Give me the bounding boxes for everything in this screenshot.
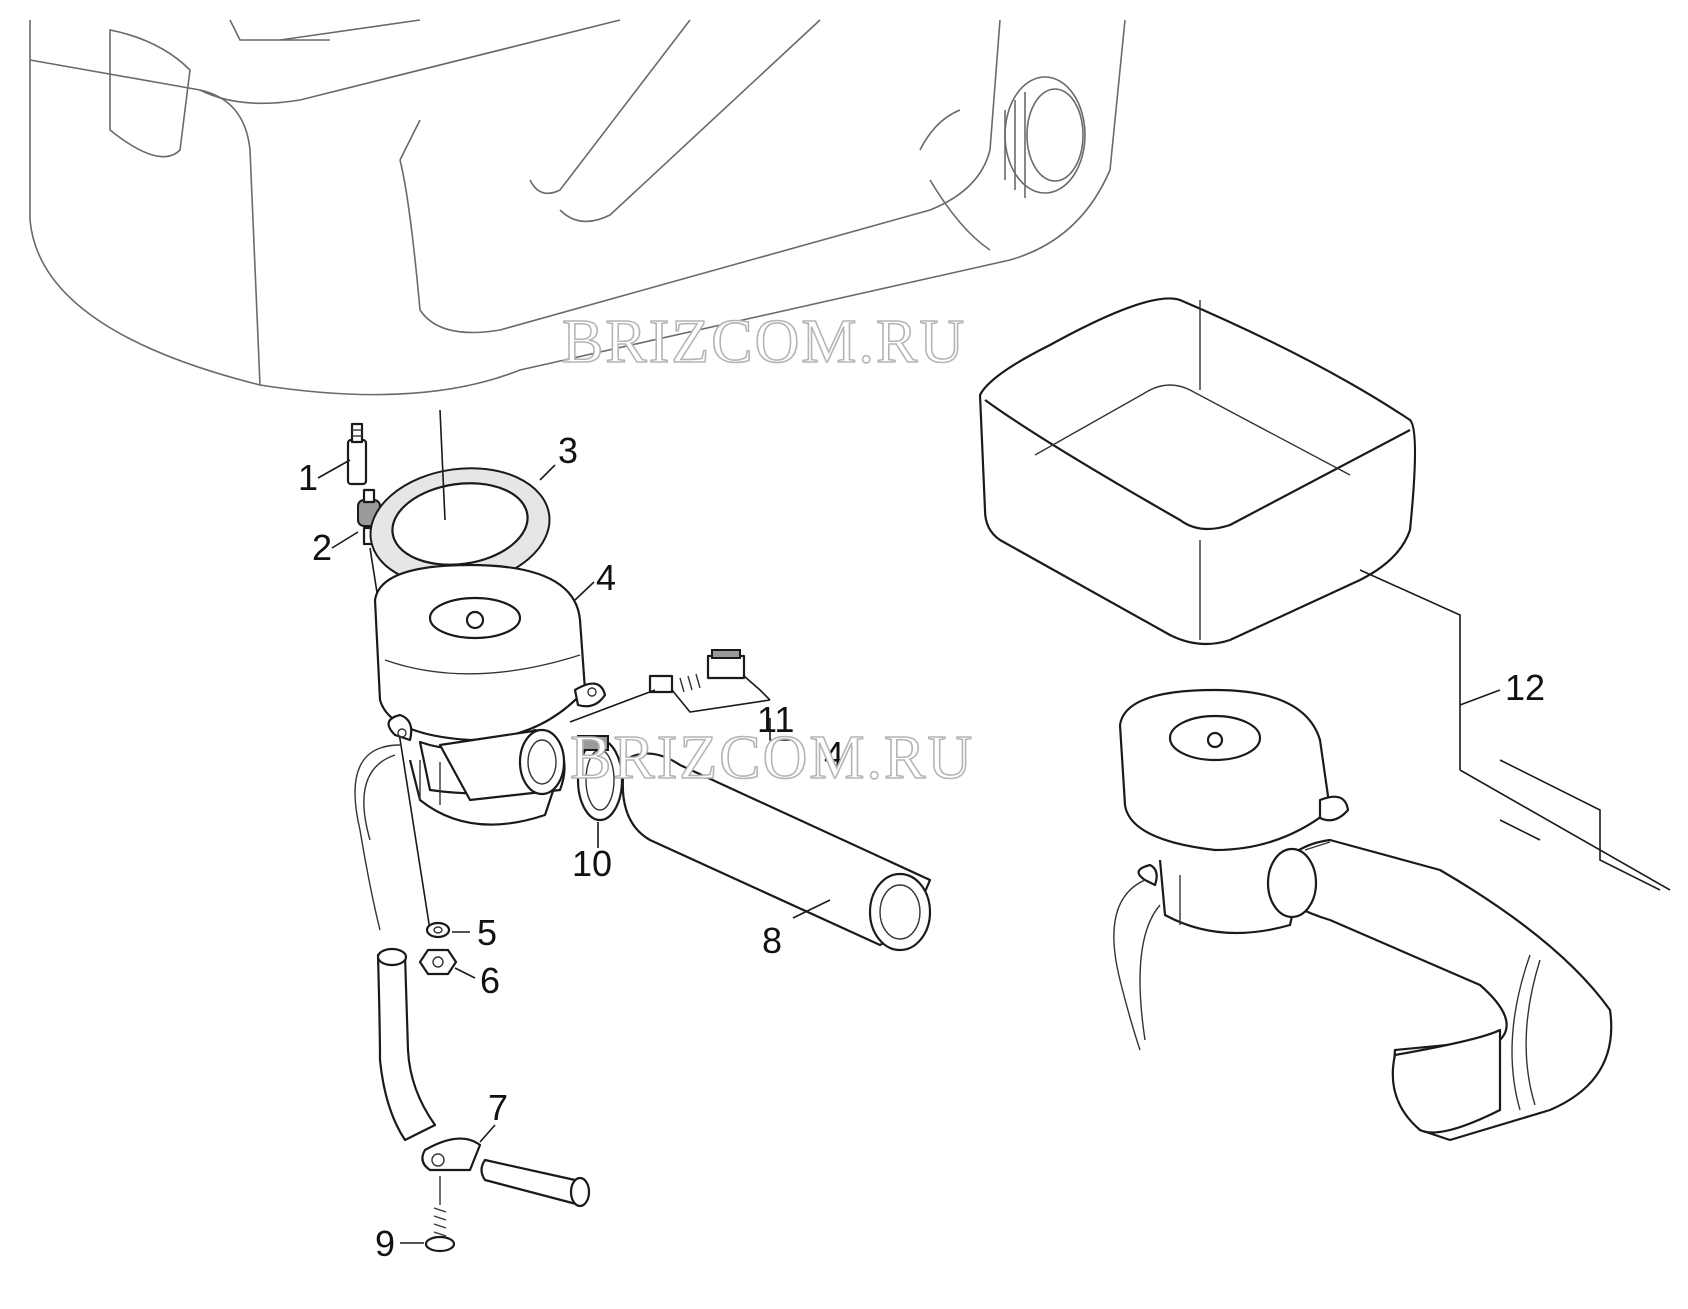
nut-part <box>418 948 476 979</box>
filter-frame-part <box>978 297 1417 646</box>
callout-9: 9 <box>375 1223 395 1264</box>
callout-5: 5 <box>477 912 497 953</box>
drain-hose-part <box>376 947 437 1142</box>
callout-10: 10 <box>572 843 612 884</box>
turbine-motor-part <box>354 563 607 931</box>
callout-11: 11 <box>757 699 794 740</box>
callout-8: 8 <box>762 920 782 961</box>
hose-bracket-part <box>421 1124 496 1172</box>
watermark-top: BRIZCOM.RU <box>562 308 966 376</box>
callout-4-left: 4 <box>596 557 616 598</box>
short-hose-part <box>480 1158 591 1208</box>
callout-labels: 1 2 3 4 4 5 6 7 8 9 10 11 12 <box>298 430 1545 1264</box>
callout-6: 6 <box>480 960 500 1001</box>
callout-12: 12 <box>1505 667 1545 708</box>
carbon-brush-set-part <box>569 649 790 741</box>
callout-2: 2 <box>312 527 332 568</box>
gasket-ring-part <box>369 409 551 587</box>
watermark-middle: BRIZCOM.RU <box>570 724 974 792</box>
suction-hose-part <box>621 752 932 952</box>
washer-part <box>425 921 470 939</box>
spacer-bolt-part <box>346 422 368 486</box>
callout-4-brush: 4 <box>824 734 844 775</box>
hose-clamp-part <box>576 735 624 848</box>
callout-7: 7 <box>488 1087 508 1128</box>
motor-assembly-part <box>1113 688 1613 1142</box>
machine-housing <box>29 19 1126 396</box>
callout-3: 3 <box>558 430 578 471</box>
callout-1: 1 <box>298 457 318 498</box>
screw-part <box>400 1176 456 1253</box>
